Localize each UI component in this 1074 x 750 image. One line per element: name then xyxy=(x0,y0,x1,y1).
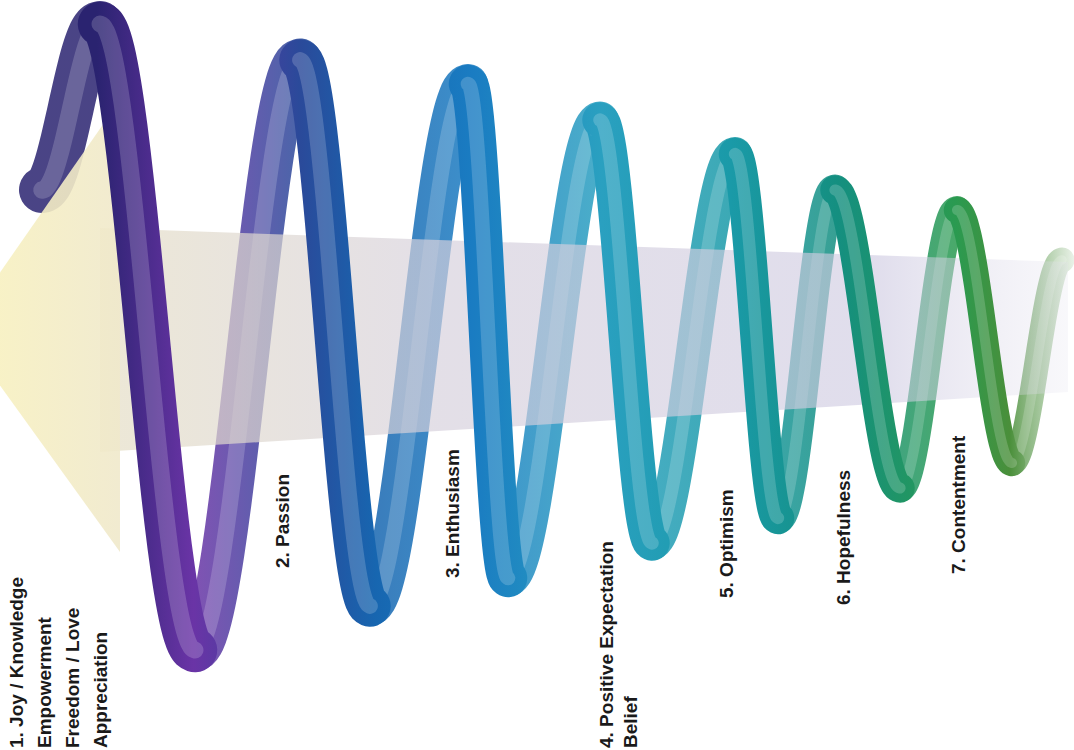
arrow-head xyxy=(0,100,120,552)
coil-ribbon xyxy=(957,210,1012,463)
coil-sheen xyxy=(835,190,900,488)
coil-ribbon xyxy=(735,154,778,518)
coil-sheen xyxy=(300,60,370,606)
scale-label: 1. Joy / Knowledge Empowerment Freedom /… xyxy=(3,553,115,748)
coil-sheen xyxy=(735,154,778,518)
coil-ribbon xyxy=(468,84,508,578)
scale-label: 4. Positive Expectation Belief xyxy=(595,518,643,748)
coil-ribbon xyxy=(100,24,195,650)
coil-sheen xyxy=(957,210,1012,463)
coil-strand xyxy=(300,60,370,606)
coil-strand xyxy=(735,154,778,518)
coil-strand xyxy=(835,190,900,488)
scale-label: 2. Passion xyxy=(270,368,296,568)
coil-ribbon xyxy=(835,190,900,488)
coil-strand xyxy=(468,84,508,578)
coil-strand xyxy=(600,120,652,543)
scale-label: 6. Hopefulness xyxy=(831,405,857,605)
coil-ribbon xyxy=(300,60,370,606)
arrow-shaft xyxy=(100,228,1068,452)
coil-strand xyxy=(957,210,1012,463)
coil-strand xyxy=(100,24,195,650)
scale-label: 5. Optimism xyxy=(714,398,740,598)
scale-label: 7. Contentment xyxy=(946,374,972,574)
spiral-front xyxy=(100,24,1012,650)
coil-sheen xyxy=(100,24,195,650)
coil-ribbon xyxy=(600,120,652,543)
scale-label: 3. Enthusiasm xyxy=(440,378,466,578)
coil-sheen xyxy=(468,84,508,578)
coil-sheen xyxy=(600,120,652,543)
